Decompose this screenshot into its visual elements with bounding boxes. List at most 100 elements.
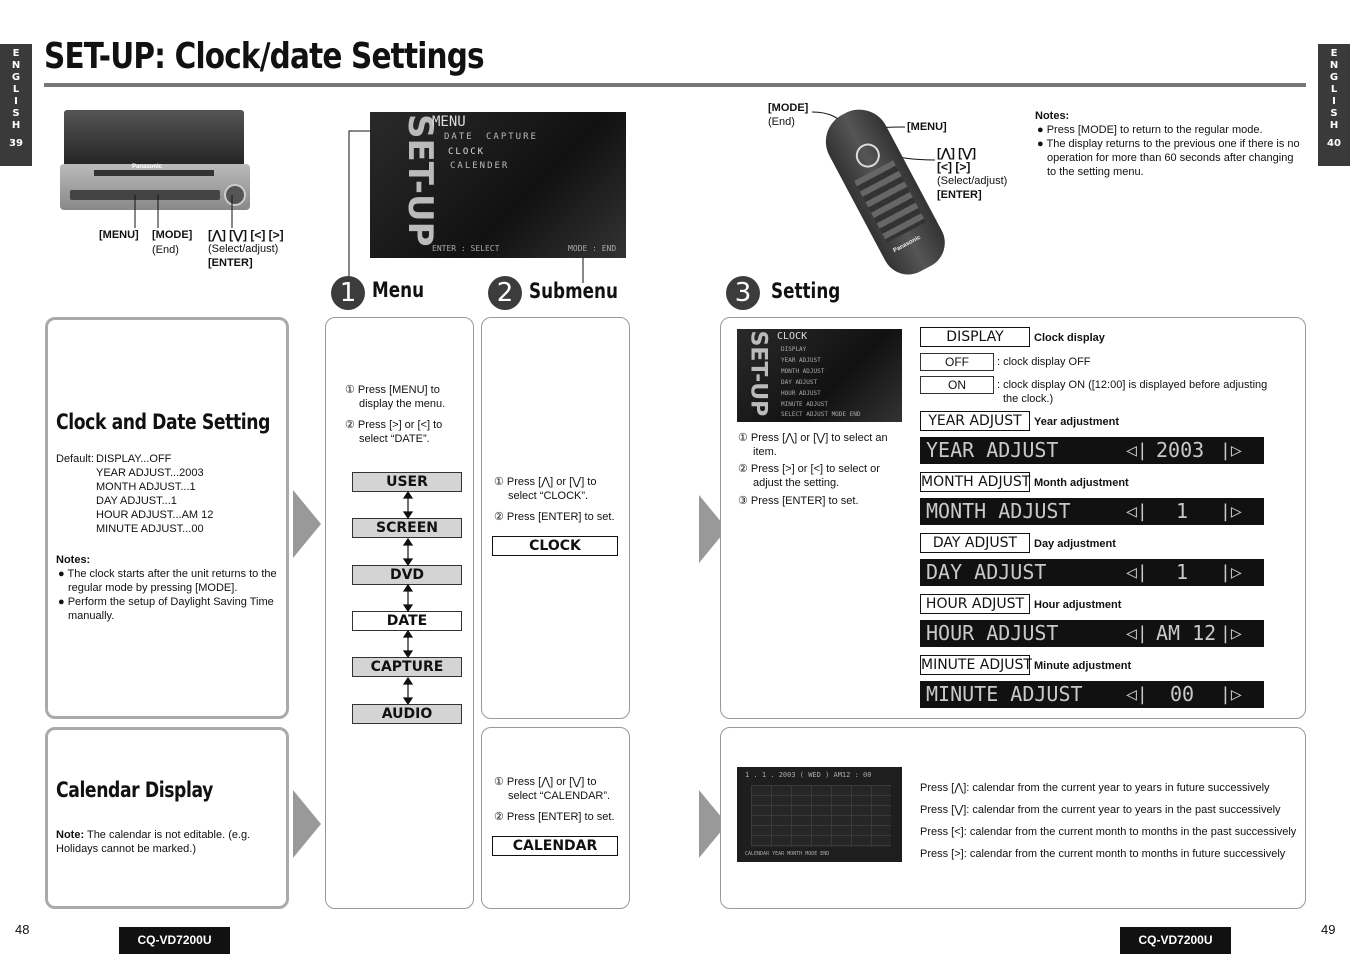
default-item: DAY ADJUST...1 xyxy=(96,495,177,507)
hu-arrows-label: [⋀] [⋁] [<] [>] xyxy=(208,228,284,242)
language-tab-letters: E N G L I S H xyxy=(1329,48,1339,131)
menu-audio-button[interactable]: AUDIO xyxy=(352,704,462,724)
menu-screen-item: CALENDER xyxy=(450,161,510,171)
display-off-option[interactable]: OFF xyxy=(920,353,994,371)
left-arrow-icon: ◁| xyxy=(1126,440,1148,461)
month-lcd-value: 1 xyxy=(1176,499,1189,523)
day-lcd-value: 1 xyxy=(1176,560,1189,584)
remote-mode-sub: (End) xyxy=(768,116,795,128)
submenu-step-2: ② Press [ENTER] to set. xyxy=(494,511,615,523)
day-adjust-option[interactable]: DAY ADJUST xyxy=(920,533,1030,553)
language-tab-right: E N G L I S H 40 xyxy=(1318,44,1350,166)
display-off-desc: : clock display OFF xyxy=(997,356,1091,368)
remote-menu-label: [MENU] xyxy=(907,121,947,133)
language-tab-page: 39 xyxy=(9,138,23,149)
language-tab-left: E N G L I S H 39 xyxy=(0,44,32,166)
menu-screen-button[interactable]: SCREEN xyxy=(352,518,462,538)
head-unit-brand: Panasonic xyxy=(132,164,163,170)
hu-enter-label: [ENTER] xyxy=(208,257,253,269)
clock-screen-row: MONTH ADJUST xyxy=(781,368,825,375)
setting-step-1: ① Press [⋀] or [⋁] to select an item. xyxy=(738,432,888,458)
calendar-section-title: Calendar Display xyxy=(56,778,213,802)
clock-note-text: Perform the setup of Daylight Saving Tim… xyxy=(67,596,274,622)
head-unit-screen xyxy=(64,110,244,168)
menu-screen-item: CLOCK xyxy=(448,147,486,157)
right-arrow-icon: |▷ xyxy=(1220,562,1242,583)
setting-step-3: ③ Press [ENTER] to set. xyxy=(738,495,859,507)
remote-enter-label: [ENTER] xyxy=(937,189,982,201)
menu-screen-item: CAPTURE xyxy=(486,132,538,142)
menu-capture-button[interactable]: CAPTURE xyxy=(352,657,462,677)
remote-arrows-label: [⋀] [⋁] xyxy=(937,146,977,160)
step-1-label: Menu xyxy=(372,278,425,302)
setting-step-2: ② Press [>] or [<] to select or adjust t… xyxy=(738,463,880,489)
clock-screen-footer: SELECT ADJUST MODE END xyxy=(781,411,861,418)
calendar-key-line: Press [⋁]: calendar from the current yea… xyxy=(920,804,1281,816)
remote-brand: Panasonic xyxy=(892,234,922,255)
menu-dvd-button[interactable]: DVD xyxy=(352,565,462,585)
notes-right-title: Notes: xyxy=(1035,110,1070,122)
display-on-option[interactable]: ON xyxy=(920,376,994,394)
defaults-label: Default: xyxy=(56,453,94,465)
left-arrow-icon: ◁| xyxy=(1126,623,1148,644)
menu-step-2: ② Press [>] or [<] to select “DATE”. xyxy=(345,419,443,445)
menu-date-button[interactable]: DATE xyxy=(352,611,462,631)
left-arrow-icon: ◁| xyxy=(1126,562,1148,583)
remote-mode-label: [MODE] xyxy=(768,102,809,114)
clock-section-panel: Clock and Date Setting Default: DISPLAY.… xyxy=(45,317,289,719)
head-unit-illustration: Panasonic xyxy=(60,110,250,210)
year-adjust-option[interactable]: YEAR ADJUST xyxy=(920,411,1030,431)
clock-screen-row: DAY ADJUST xyxy=(781,379,818,386)
display-option[interactable]: DISPLAY xyxy=(920,327,1030,347)
hour-adjust-option[interactable]: HOUR ADJUST xyxy=(920,594,1030,614)
clock-screen-row: MINUTE ADJUST xyxy=(781,401,828,408)
year-lcd-value: 2003 xyxy=(1156,438,1205,462)
minute-lcd-label: MINUTE ADJUST xyxy=(926,682,1083,706)
calendar-screen: 1 . 1 . 2003 ( WED ) AM12 : 00 CALENDAR … xyxy=(737,767,902,862)
page-number-right: 49 xyxy=(1321,922,1336,937)
year-lcd-label: YEAR ADJUST xyxy=(926,438,1059,462)
menu-double-arrows xyxy=(402,492,414,704)
calendar-button[interactable]: CALENDAR xyxy=(492,836,618,856)
remote-keypad xyxy=(854,160,926,243)
calendar-step-1: ① Press [⋀] or [⋁] to select “CALENDAR”. xyxy=(494,776,611,802)
month-adjust-option[interactable]: MONTH ADJUST xyxy=(920,472,1031,492)
right-arrow-icon: |▷ xyxy=(1220,684,1242,705)
step-2-label: Submenu xyxy=(529,279,618,303)
clock-screen-row: YEAR ADJUST xyxy=(781,357,821,364)
hu-arrows-sub: (Select/adjust) xyxy=(208,243,279,255)
month-adjust-lcd: MONTH ADJUST ◁| 1 |▷ xyxy=(920,498,1264,525)
model-badge-left: CQ-VD7200U xyxy=(119,927,230,954)
calendar-key-line: Press [<]: calendar from the current mon… xyxy=(920,826,1297,838)
day-lcd-label: DAY ADJUST xyxy=(926,560,1047,584)
clock-setting-screen: SET-UP CLOCK DISPLAY YEAR ADJUST MONTH A… xyxy=(737,329,902,422)
minute-adjust-option[interactable]: MINUTE ADJUST xyxy=(920,655,1032,675)
month-adjust-desc: Month adjustment xyxy=(1034,477,1129,489)
clock-screen-row: DISPLAY xyxy=(781,346,807,353)
menu-user-button[interactable]: USER xyxy=(352,472,462,492)
step-1-number: 1 xyxy=(331,276,365,310)
calendar-note-text: The calendar is not editable. (e.g. Holi… xyxy=(56,829,251,855)
submenu-column-panel xyxy=(481,317,630,719)
hu-mode-sub: (End) xyxy=(152,244,179,256)
menu-step-1: ① Press [MENU] to display the menu. xyxy=(345,384,446,410)
clock-section-title: Clock and Date Setting xyxy=(56,410,271,434)
head-unit-body: Panasonic xyxy=(60,164,250,210)
notes-right-text: Press [MODE] to return to the regular mo… xyxy=(1046,124,1263,136)
default-item: HOUR ADJUST...AM 12 xyxy=(96,509,214,521)
model-badge-right: CQ-VD7200U xyxy=(1120,927,1231,954)
default-item: MONTH ADJUST...1 xyxy=(96,481,196,493)
right-arrow-icon: |▷ xyxy=(1220,440,1242,461)
remote-arrows-sub: (Select/adjust) xyxy=(937,175,1008,187)
year-adjust-desc: Year adjustment xyxy=(1034,416,1119,428)
title-rule xyxy=(44,83,1306,87)
disc-slot xyxy=(94,170,214,176)
calendar-screen-footer: CALENDAR YEAR MONTH MODE END xyxy=(745,851,830,857)
step-3-label: Setting xyxy=(771,279,841,303)
calendar-key-lines: Press [⋀]: calendar from the current yea… xyxy=(920,777,1300,865)
calendar-note: Note: The calendar is not editable. (e.g… xyxy=(56,828,284,856)
clock-button[interactable]: CLOCK xyxy=(492,536,618,556)
submenu-step-1: ① Press [⋀] or [⋁] to select “CLOCK”. xyxy=(494,476,597,502)
right-arrow-icon: |▷ xyxy=(1220,623,1242,644)
month-lcd-label: MONTH ADJUST xyxy=(926,499,1071,523)
